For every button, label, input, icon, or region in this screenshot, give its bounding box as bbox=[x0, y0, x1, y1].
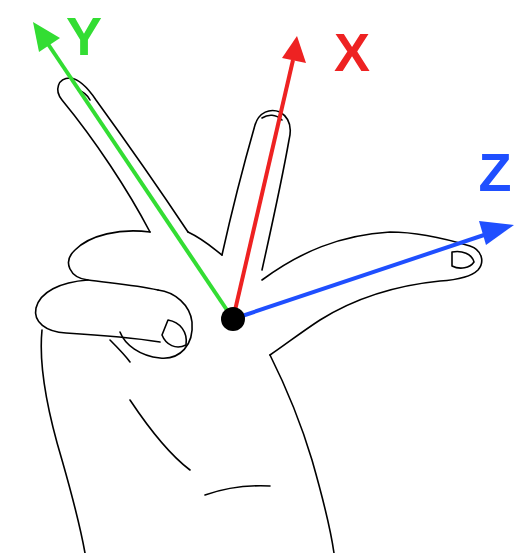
palm-right-edge bbox=[270, 355, 334, 553]
fingernail bbox=[162, 320, 186, 347]
axis-label: Y bbox=[66, 9, 102, 63]
x-axis-arrow bbox=[233, 60, 293, 319]
thumbnail bbox=[452, 251, 474, 268]
thumb bbox=[262, 232, 482, 355]
pinky-finger bbox=[36, 280, 160, 342]
y-axis-arrow bbox=[48, 44, 233, 319]
axis-label-holder: Y bbox=[66, 9, 102, 63]
palm-crease bbox=[130, 400, 190, 470]
arrowhead bbox=[282, 36, 306, 63]
axis-label: X bbox=[334, 25, 370, 79]
axes bbox=[33, 22, 514, 331]
origin-dot bbox=[221, 307, 245, 331]
z-axis-arrow bbox=[233, 233, 490, 319]
knuckle bbox=[188, 232, 222, 255]
palm-crease bbox=[205, 486, 270, 495]
ring-fingertip bbox=[120, 290, 192, 358]
middle-finger bbox=[222, 111, 290, 270]
palm-left-edge bbox=[41, 330, 85, 553]
arrowhead bbox=[33, 22, 60, 52]
axis-label-holder: Z bbox=[479, 145, 512, 199]
finger-crease bbox=[110, 340, 130, 362]
arrowhead bbox=[479, 221, 514, 245]
axis-label: Z bbox=[479, 145, 512, 199]
hand-outline bbox=[36, 78, 482, 553]
axis-label-holder: X bbox=[334, 25, 370, 79]
